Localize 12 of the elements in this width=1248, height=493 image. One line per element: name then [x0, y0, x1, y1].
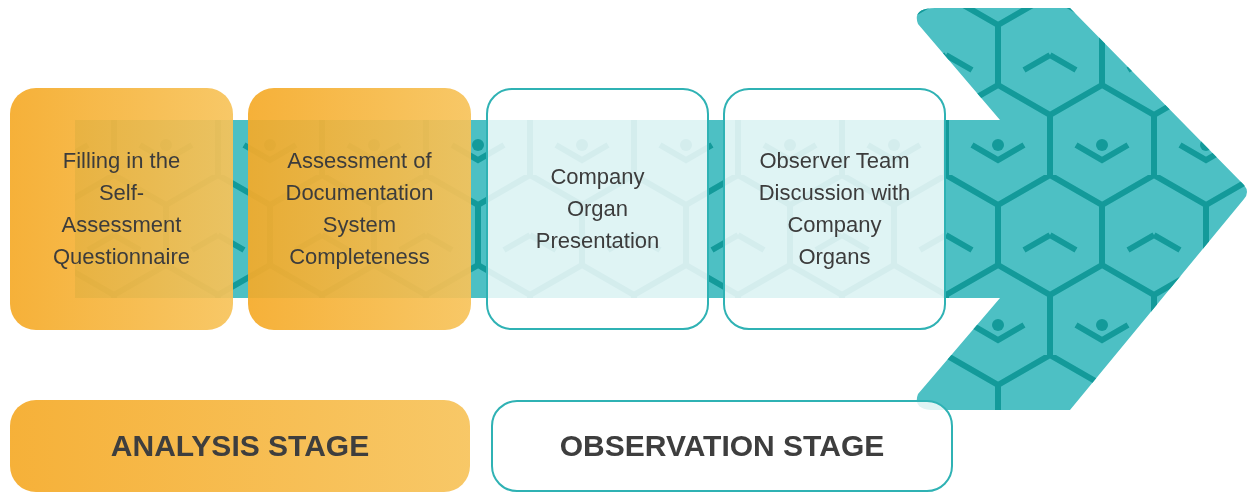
step-label: Assessment of Documentation System Completeness: [284, 147, 435, 271]
step-label: Company Organ Presentation: [534, 163, 661, 255]
process-box: [10, 88, 233, 330]
stage-label: OBSERVATION STAGE: [559, 429, 885, 463]
step-label: Observer Team Discussion with Company Organs: [757, 147, 912, 271]
stage-banner: [10, 400, 470, 492]
step-label: Filling in the Self-Assessment Questionnaire: [52, 147, 191, 271]
process-box: [486, 88, 709, 330]
stage-label: ANALYSIS STAGE: [110, 429, 370, 463]
process-box: [723, 88, 946, 330]
stage-banner: [491, 400, 953, 492]
process-box: [248, 88, 471, 330]
